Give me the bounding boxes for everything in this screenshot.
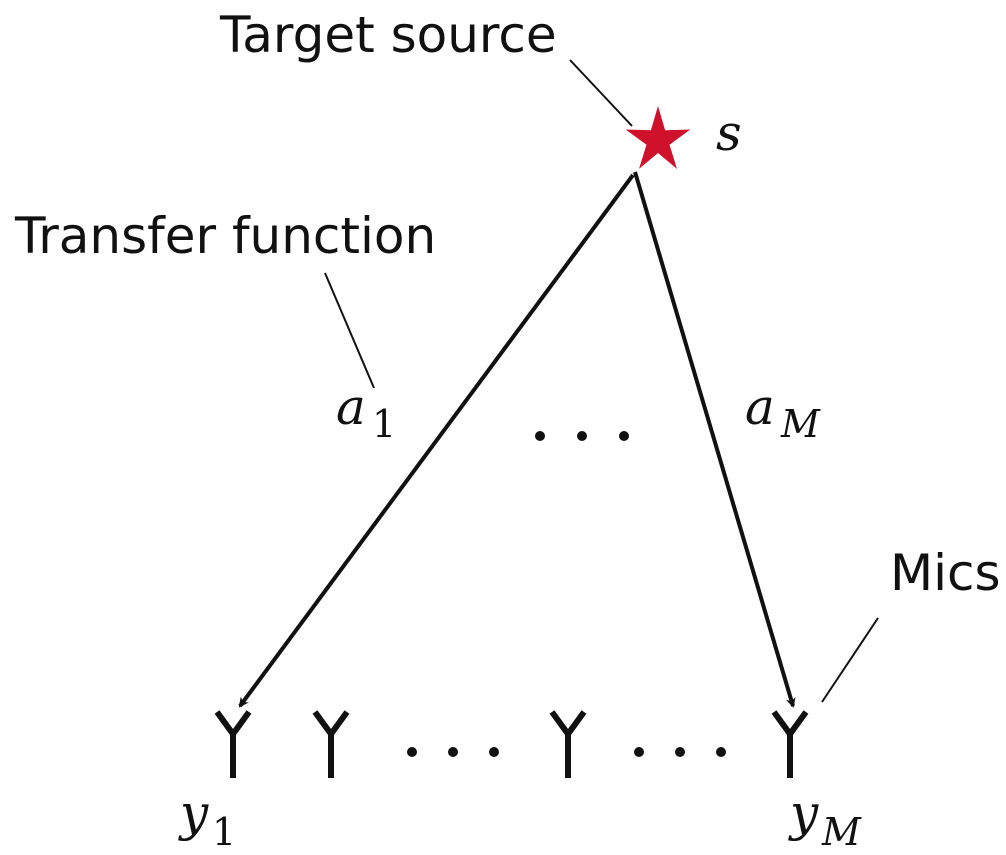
- svg-text:M: M: [780, 402, 821, 446]
- svg-text:y: y: [788, 784, 819, 842]
- mics-label: Mics: [890, 544, 1001, 602]
- target-source-label: Target source: [219, 6, 557, 64]
- svg-text:1: 1: [212, 810, 236, 854]
- yM-symbol: y M: [788, 784, 862, 854]
- mic-icon: [214, 710, 252, 778]
- svg-text:a: a: [745, 378, 775, 436]
- a1-symbol: a 1: [336, 378, 396, 446]
- svg-text:1: 1: [372, 402, 396, 446]
- mics-ellipsis-right: [634, 747, 726, 757]
- svg-text:a: a: [336, 378, 366, 436]
- y1-symbol: y 1: [178, 784, 236, 854]
- star-icon: [625, 106, 691, 169]
- transfer-function-pointer: [324, 272, 375, 389]
- svg-text:y: y: [178, 784, 209, 842]
- source-symbol: s: [716, 104, 742, 162]
- transfer-arrow-1: [238, 173, 635, 708]
- transfer-function-label: Transfer function: [14, 207, 436, 265]
- aM-symbol: a M: [745, 378, 821, 446]
- mic-icon: [549, 710, 587, 778]
- transfer-arrow-m: [633, 171, 796, 708]
- mic-icon: [312, 710, 350, 778]
- arrows-ellipsis: [535, 431, 629, 441]
- mics-ellipsis-left: [407, 747, 499, 757]
- target-source-pointer: [569, 59, 633, 127]
- mic-icon: [771, 710, 809, 778]
- mics-pointer: [821, 617, 879, 703]
- svg-text:M: M: [821, 810, 862, 854]
